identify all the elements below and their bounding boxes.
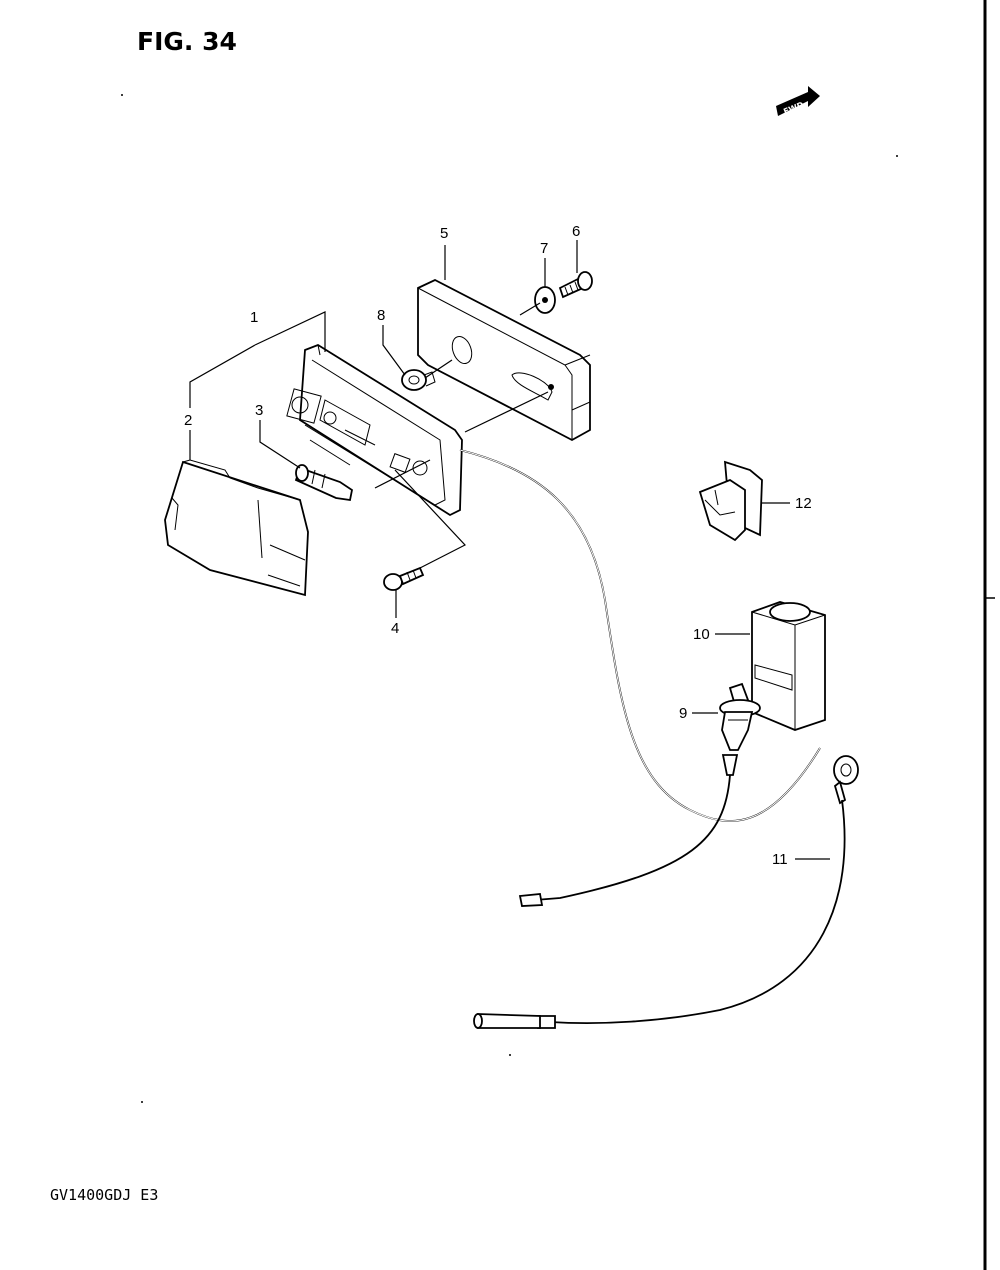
callout-3: 3 [255, 402, 263, 419]
switch-part [719, 682, 761, 776]
washer-part [534, 286, 556, 314]
model-code: GV1400GDJ E3 [50, 1186, 158, 1204]
fwd-arrow-icon: FWD [776, 86, 820, 116]
lens-part [164, 459, 309, 597]
harness-wire-inner [459, 449, 821, 822]
speck [509, 1054, 511, 1056]
leader-lines [189, 240, 830, 860]
speck [141, 1101, 143, 1103]
callout-8: 8 [377, 307, 385, 324]
screw-part [558, 271, 593, 299]
lamp-housing-part [286, 343, 463, 517]
switch-lead-wire [534, 774, 731, 901]
speck [896, 155, 898, 157]
callout-5: 5 [440, 225, 448, 242]
callout-6: 6 [572, 223, 580, 240]
speck [121, 94, 123, 96]
ground-lead-part [473, 755, 859, 1029]
callout-11: 11 [772, 851, 788, 868]
callout-9: 9 [679, 705, 687, 722]
callout-1: 1 [250, 309, 258, 326]
rubber-cover-part [751, 601, 826, 731]
bulb-part [294, 464, 354, 502]
callout-2: 2 [184, 412, 192, 429]
screw-4-part [383, 566, 425, 591]
callout-10: 10 [693, 626, 710, 643]
figure-title: FIG. 34 [137, 27, 237, 56]
clamp-part [698, 460, 763, 542]
callout-7: 7 [540, 240, 548, 257]
callout-12: 12 [795, 495, 812, 512]
nut-part [401, 369, 436, 391]
lead-terminal [518, 893, 544, 907]
bracket-part [417, 278, 591, 442]
callout-4: 4 [391, 620, 399, 637]
